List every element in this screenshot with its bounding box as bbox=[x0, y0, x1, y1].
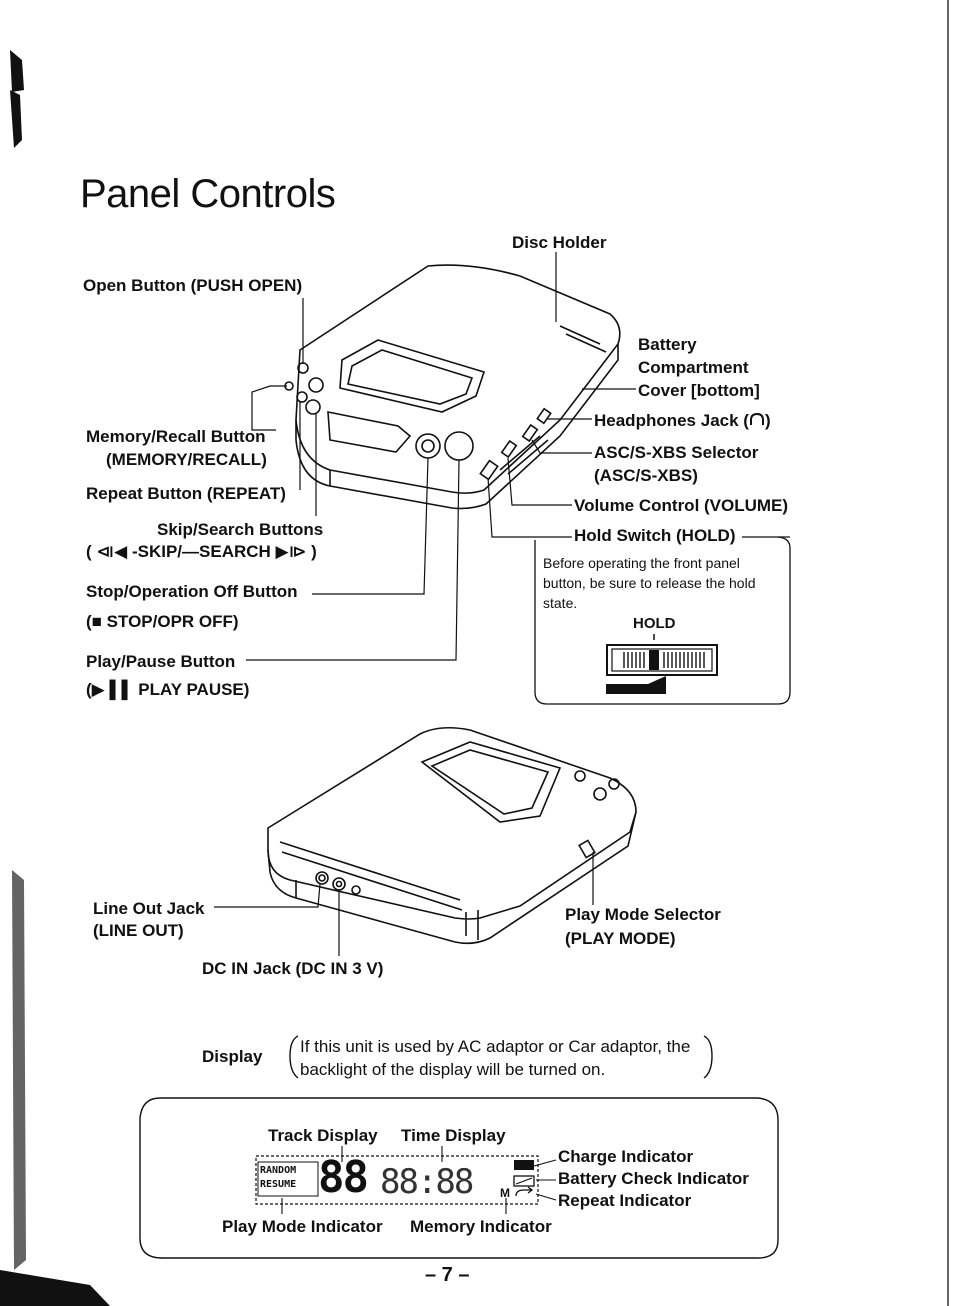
label-skip-line2: ( ⧏◀ -SKIP/—SEARCH ▶⧐ ) bbox=[86, 542, 317, 561]
headphones-icon bbox=[749, 410, 765, 425]
label-memory-indicator: Memory Indicator bbox=[410, 1217, 552, 1236]
label-dc-in-jack: DC IN Jack (DC IN 3 V) bbox=[202, 959, 384, 978]
label-repeat-indicator: Repeat Indicator bbox=[558, 1191, 692, 1210]
label-asc-line2: (ASC/S-XBS) bbox=[594, 466, 698, 485]
label-play-mode-line1: Play Mode Selector bbox=[565, 905, 721, 924]
label-stop-line1: Stop/Operation Off Button bbox=[86, 582, 298, 601]
page-number: – 7 – bbox=[425, 1264, 470, 1286]
lcd-track-digits: 88 bbox=[318, 1152, 369, 1203]
label-volume-control: Volume Control (VOLUME) bbox=[574, 496, 789, 515]
label-memory-line1: Memory/Recall Button bbox=[86, 427, 266, 446]
label-hold-switch: Hold Switch (HOLD) bbox=[574, 526, 736, 545]
label-play-line2: (▶ ▌▌ PLAY PAUSE) bbox=[86, 680, 250, 699]
label-line-out-line1: Line Out Jack bbox=[93, 899, 205, 918]
lcd-resume-text: RESUME bbox=[260, 1179, 297, 1190]
label-memory-line2: (MEMORY/RECALL) bbox=[106, 450, 267, 469]
hold-caption: HOLD bbox=[633, 615, 676, 632]
label-battery-check-indicator: Battery Check Indicator bbox=[558, 1169, 749, 1188]
page-title: Panel Controls bbox=[80, 172, 336, 216]
label-stop-line2: (■ STOP/OPR OFF) bbox=[86, 612, 239, 631]
label-play-mode-indicator: Play Mode Indicator bbox=[222, 1217, 383, 1236]
label-skip-line1: Skip/Search Buttons bbox=[157, 520, 324, 539]
label-track-display: Track Display bbox=[268, 1126, 378, 1145]
label-asc-line1: ASC/S-XBS Selector bbox=[594, 443, 759, 462]
label-disc-holder: Disc Holder bbox=[512, 233, 607, 252]
lcd-memory-m: M bbox=[500, 1186, 510, 1200]
label-battery-line1: Battery bbox=[638, 335, 697, 354]
display-note-text: If this unit is used by AC adaptor or Ca… bbox=[300, 1037, 691, 1079]
label-open-button: Open Button (PUSH OPEN) bbox=[83, 276, 303, 295]
label-time-display: Time Display bbox=[401, 1126, 506, 1145]
label-headphones-text: Headphones Jack ( bbox=[594, 411, 749, 430]
label-headphones-jack: Headphones Jack () bbox=[594, 409, 771, 432]
label-charge-indicator: Charge Indicator bbox=[558, 1147, 694, 1166]
lcd-random-text: RANDOM bbox=[260, 1165, 297, 1176]
label-headphones-close: ) bbox=[764, 411, 771, 430]
label-play-mode-line2: (PLAY MODE) bbox=[565, 929, 676, 948]
label-battery-line3: Cover [bottom] bbox=[638, 381, 760, 400]
label-play-line1: Play/Pause Button bbox=[86, 652, 236, 671]
hold-note-text: Before operating the front panel button,… bbox=[543, 555, 756, 611]
lcd-time-digits: 88:88 bbox=[380, 1162, 474, 1202]
label-battery-line2: Compartment bbox=[638, 358, 749, 377]
label-repeat-button: Repeat Button (REPEAT) bbox=[86, 484, 286, 503]
label-display: Display bbox=[202, 1047, 263, 1066]
lcd-play-mode-indicator: RANDOM RESUME bbox=[260, 1164, 296, 1192]
label-line-out-line2: (LINE OUT) bbox=[93, 921, 184, 940]
